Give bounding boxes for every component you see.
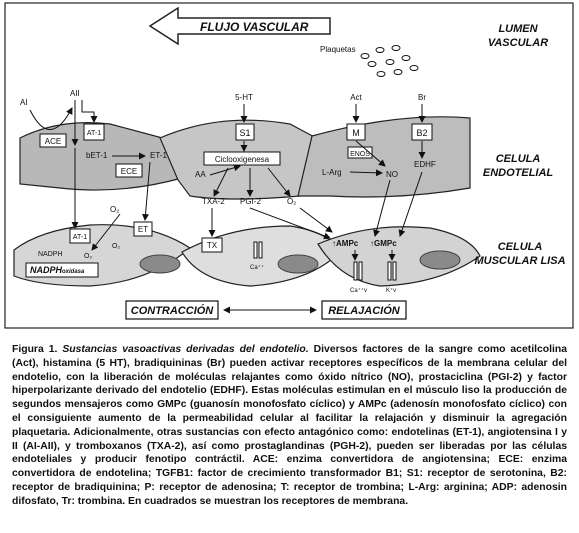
pgi2-label: PGI-2	[240, 197, 261, 206]
5ht-label: 5-HT	[235, 93, 253, 102]
platelets	[360, 45, 419, 77]
svg-text:ECE: ECE	[121, 167, 137, 176]
o2-label-a: O₂	[110, 205, 119, 214]
figure-frame	[4, 2, 574, 329]
ece-box: ECE	[115, 163, 143, 178]
svg-text:ENOS: ENOS	[350, 151, 370, 158]
flow-arrow	[148, 6, 331, 46]
aa-label: AA	[195, 170, 206, 179]
br-label: Br	[418, 93, 426, 102]
svg-text:Ciclooxigenesa: Ciclooxigenesa	[215, 155, 270, 164]
lumen-label-2: VASCULAR	[488, 37, 548, 49]
cav-channel-label: Ca⁺⁺v	[350, 287, 367, 294]
celula-endotelial-label-2: ENDOTELIAL	[483, 167, 554, 179]
nucleus-1	[139, 254, 181, 274]
receptor-at1-low: AT-1	[69, 228, 91, 244]
nadph-oxidasa-box: NADPHoxidasa	[25, 262, 99, 278]
nadph-label: NADPH	[38, 251, 63, 258]
celula-endotelial-label-1: CELULA	[496, 153, 541, 165]
figure-caption: Figura 1. Sustancias vasoactivas derivad…	[12, 343, 567, 509]
ace-box: ACE	[39, 133, 67, 148]
kv-channel-label: K⁺v	[386, 287, 396, 294]
svg-text:CONTRACCIÓN: CONTRACCIÓN	[131, 304, 215, 317]
svg-text:ACE: ACE	[45, 137, 61, 146]
svg-text:NADPHoxidasa: NADPHoxidasa	[30, 265, 85, 275]
diagram: FLUJO VASCULAR LUMEN VASCULAR Plaquetas …	[4, 2, 574, 329]
svg-text:RELAJACIÓN: RELAJACIÓN	[328, 304, 401, 317]
et1-label: ET-1	[150, 151, 167, 160]
receptor-et: ET	[133, 221, 153, 237]
lumen-label-1: LUMEN	[498, 23, 538, 35]
svg-text:M: M	[352, 128, 360, 138]
ca-channel-label: Ca⁺⁺	[250, 264, 264, 271]
txa2-label: TXA-2	[202, 197, 225, 206]
o2-label-c: O₂	[287, 197, 296, 206]
receptor-s1: S1	[235, 123, 255, 141]
receptor-tx: TX	[201, 237, 223, 253]
ciclooxigenasa-box: Ciclooxigenesa	[203, 151, 281, 166]
endothelial-cell-3	[297, 116, 471, 198]
celula-muscular-label-1: CELULA	[498, 241, 543, 253]
plaquetas-label: Plaquetas	[320, 45, 356, 54]
receptor-b2: B2	[411, 123, 433, 141]
svg-text:ET: ET	[138, 225, 148, 234]
svg-text:AT-1: AT-1	[87, 130, 101, 137]
aii-label: AII	[70, 89, 80, 98]
no-label: NO	[386, 170, 398, 179]
svg-text:B2: B2	[416, 128, 427, 138]
caption-title: Sustancias vasoactivas derivadas del end…	[62, 344, 309, 355]
gmpc-label: ↑GMPc	[370, 239, 397, 248]
ai-label: AI	[20, 98, 28, 107]
o2-label-m2: O₂	[112, 243, 120, 250]
caption-body: Diversos factores de la sangre como acet…	[12, 344, 567, 507]
act-label: Act	[350, 93, 362, 102]
larg-label: L-Arg	[322, 168, 342, 177]
ion-channels	[253, 241, 397, 281]
svg-text:TX: TX	[207, 241, 218, 250]
nucleus-3	[419, 250, 461, 270]
contraccion-box: CONTRACCIÓN	[125, 300, 219, 320]
nucleus-2	[277, 254, 319, 274]
bet1-label: bET-1	[86, 151, 108, 160]
receptor-at1-top: AT-1	[83, 123, 105, 141]
flujo-vascular-label: FLUJO VASCULAR	[200, 20, 309, 34]
endothelial-arrows	[29, 100, 426, 197]
caption-label: Figura 1.	[12, 344, 58, 355]
enos-box: ENOS	[347, 146, 373, 159]
muscle-arrows	[71, 148, 423, 261]
relajacion-box: RELAJACIÓN	[321, 300, 407, 320]
celula-muscular-label-2: MUSCULAR LISA	[474, 255, 565, 267]
svg-text:AT-1: AT-1	[73, 234, 87, 241]
edhf-label: EDHF	[414, 160, 436, 169]
svg-text:S1: S1	[239, 128, 250, 138]
receptor-m: M	[346, 123, 366, 141]
o2-label-m1: O₂	[84, 253, 92, 260]
ampc-label: ↑AMPc	[332, 239, 359, 248]
